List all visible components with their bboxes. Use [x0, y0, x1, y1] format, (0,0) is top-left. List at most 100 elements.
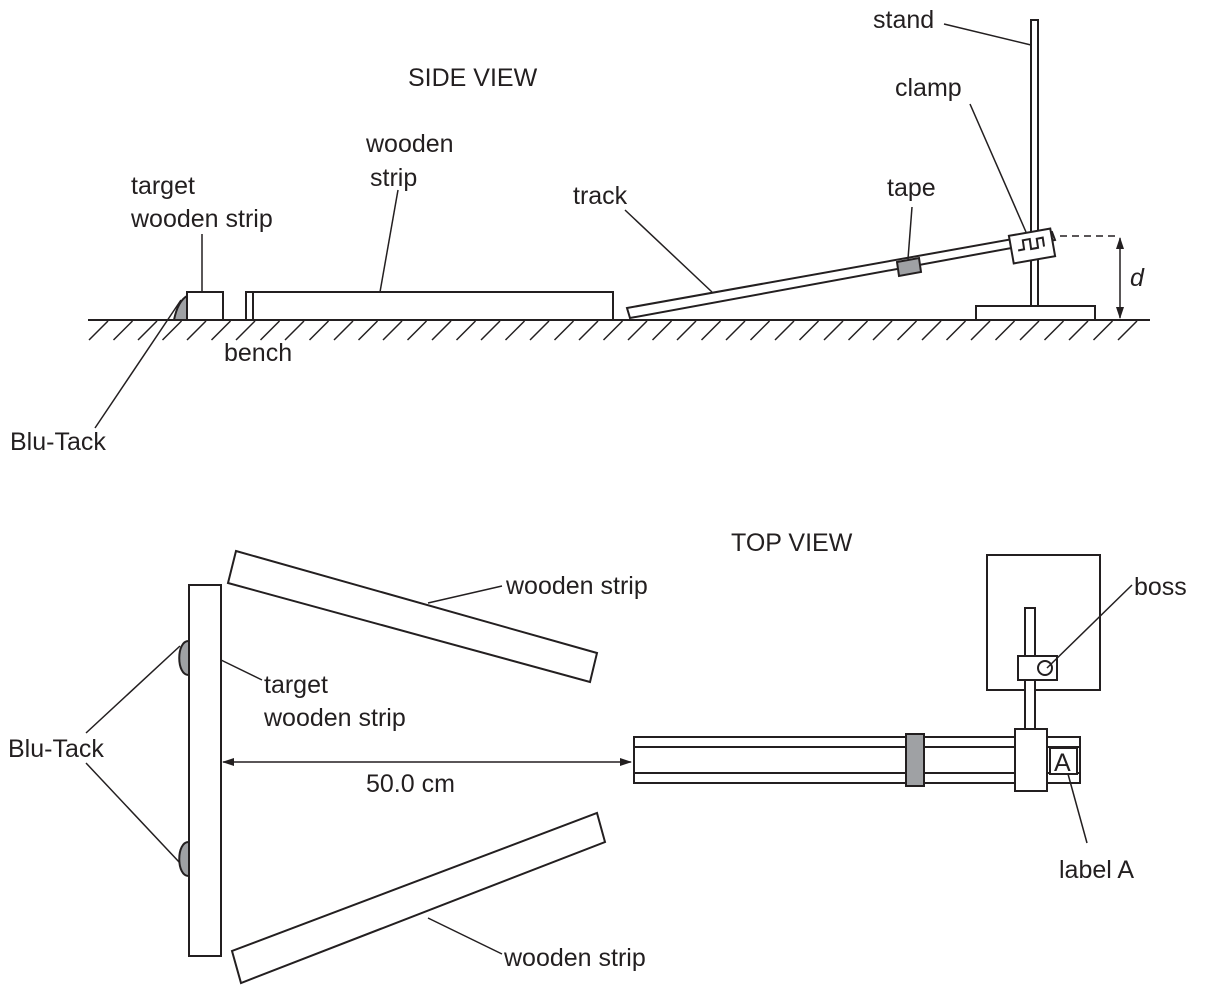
- hatch-mark: [970, 320, 991, 341]
- hatch-mark: [578, 320, 599, 341]
- hatch-mark: [1019, 320, 1040, 341]
- height-d-label: d: [1130, 264, 1145, 292]
- wooden-strip-lower: [230, 811, 607, 985]
- hatch-mark: [847, 320, 869, 341]
- tape-leader: [907, 206, 913, 260]
- wooden-strip-lower-leader: [427, 917, 503, 955]
- hatch-mark: [210, 320, 232, 341]
- blu-tack-top-lower: [178, 840, 190, 878]
- side-view: SIDE VIEW d: [10, 6, 1150, 456]
- blu-tack-upper-leader: [85, 645, 181, 734]
- hatch-mark: [945, 320, 967, 341]
- hatch-mark: [161, 320, 183, 341]
- wooden-strip-leader: [379, 189, 399, 293]
- hatch-mark: [137, 320, 158, 341]
- hatch-mark: [1092, 320, 1114, 341]
- bench-label: bench: [224, 339, 292, 367]
- stand-label: stand: [873, 6, 934, 34]
- top-view: TOP VIEW 50.0 cm A: [8, 529, 1187, 985]
- hatch-mark: [994, 320, 1016, 341]
- target-strip-label-line2: wooden strip: [130, 205, 273, 233]
- hatch-mark: [259, 320, 281, 341]
- hatch-mark: [112, 320, 134, 341]
- hatch-mark: [872, 320, 893, 341]
- track-label: track: [573, 182, 628, 210]
- hatch-mark: [333, 320, 354, 341]
- wooden-strip-upper-leader: [427, 585, 503, 604]
- target-strip-top-label-line1: target: [264, 671, 328, 699]
- hatch-mark: [1068, 320, 1089, 341]
- clamp-side: [1007, 227, 1057, 265]
- boss-label: boss: [1134, 573, 1187, 601]
- clamp-leader: [969, 103, 1027, 233]
- stand-leader: [943, 23, 1032, 46]
- clamp-label: clamp: [895, 74, 962, 102]
- hatch-mark: [431, 320, 452, 341]
- hatch-mark: [186, 320, 207, 341]
- hatch-mark: [602, 320, 624, 341]
- target-strip-label-line1: target: [131, 172, 195, 200]
- hatch-mark: [235, 320, 256, 341]
- wooden-strip-upper-label: wooden strip: [505, 572, 648, 600]
- boss-screw: [1037, 660, 1053, 676]
- hatch-mark: [896, 320, 918, 341]
- stand-base: [975, 305, 1096, 321]
- top-view-heading: TOP VIEW: [731, 529, 853, 557]
- hatch-mark: [921, 320, 942, 341]
- hatch-mark: [749, 320, 771, 341]
- hatch-mark: [308, 320, 330, 341]
- hatch-mark: [529, 320, 550, 341]
- hatch-mark: [725, 320, 746, 341]
- blu-tack-side-leader: [94, 299, 182, 429]
- hatch-mark: [406, 320, 428, 341]
- wooden-strip-lower-label: wooden strip: [503, 944, 646, 972]
- track-top: [633, 736, 1081, 784]
- hatch-mark: [504, 320, 526, 341]
- track-leader: [624, 209, 713, 293]
- stand-rod: [1030, 19, 1039, 307]
- hatch-mark: [823, 320, 844, 341]
- tape-side: [895, 256, 923, 278]
- blu-tack-lower-leader: [85, 762, 181, 864]
- hatch-mark: [627, 320, 648, 341]
- bench: [88, 319, 1150, 341]
- label-a-letter: A: [1054, 749, 1071, 777]
- label-a-leader: [1067, 773, 1088, 844]
- blu-tack-top-upper: [178, 639, 190, 677]
- hatch-mark: [774, 320, 795, 341]
- wooden-strip-label-line2: strip: [370, 164, 417, 192]
- hatch-mark: [651, 320, 673, 341]
- hatch-mark: [798, 320, 820, 341]
- hatch-mark: [1043, 320, 1065, 341]
- hatch-mark: [357, 320, 379, 341]
- hatch-mark: [284, 320, 305, 341]
- hatch-mark: [88, 320, 109, 341]
- label-a-label: label A: [1059, 856, 1134, 884]
- side-view-heading: SIDE VIEW: [408, 64, 538, 92]
- tape-top: [905, 733, 925, 787]
- boss-leader: [1046, 584, 1133, 669]
- target-wooden-strip-top: [188, 584, 222, 957]
- hatch-mark: [480, 320, 501, 341]
- blu-tack-side: [172, 294, 188, 321]
- hatch-mark: [455, 320, 477, 341]
- clamp-top: [1014, 728, 1048, 792]
- bench-hatching: [88, 320, 1138, 341]
- hatch-mark: [382, 320, 403, 341]
- hatch-mark: [553, 320, 575, 341]
- distance-label: 50.0 cm: [366, 770, 455, 798]
- blu-tack-top-label: Blu-Tack: [8, 735, 104, 763]
- target-strip-top-label-line2: wooden strip: [263, 704, 406, 732]
- label-a-tag: [1049, 747, 1078, 775]
- target-strip-top-leader: [220, 659, 263, 681]
- tape-label: tape: [887, 174, 936, 202]
- hatch-mark: [676, 320, 697, 341]
- hatch-mark: [700, 320, 722, 341]
- wooden-strip-upper: [226, 549, 599, 684]
- target-wooden-strip-side: [186, 291, 224, 321]
- wooden-strip-side: [245, 291, 614, 321]
- wooden-strip-label-line1: wooden: [365, 130, 454, 158]
- hatch-mark: [1117, 320, 1138, 341]
- track-side: [625, 230, 1057, 320]
